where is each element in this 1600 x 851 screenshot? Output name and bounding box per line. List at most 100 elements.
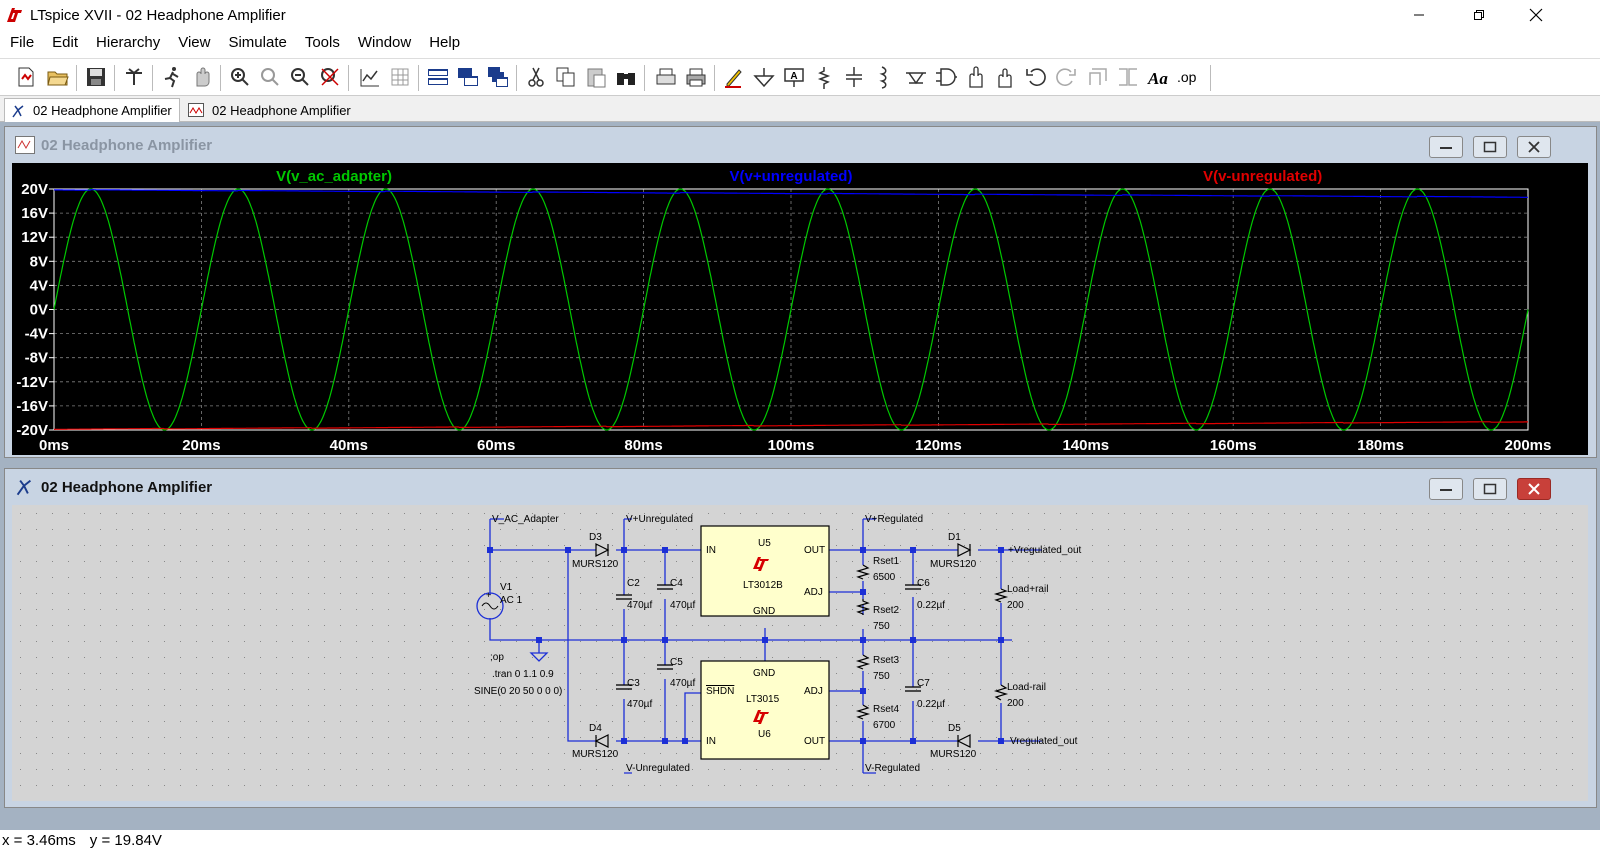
spice-directive-button[interactable]: .op	[1174, 63, 1202, 91]
menu-hierarchy[interactable]: Hierarchy	[96, 34, 161, 51]
waveform-maximize-button[interactable]	[1473, 136, 1507, 158]
close-icon	[1528, 483, 1540, 495]
close-icon	[1529, 8, 1543, 22]
component-value: MURS120	[930, 559, 977, 570]
label-net-button[interactable]: A	[780, 63, 808, 91]
wire-button[interactable]	[720, 63, 748, 91]
menu-edit[interactable]: Edit	[52, 34, 79, 51]
find-icon	[617, 73, 635, 85]
x-tick-label: 0ms	[39, 437, 69, 454]
text-button[interactable]: Aa	[1144, 63, 1172, 91]
capacitor-button[interactable]	[840, 63, 868, 91]
x-tick-label: 20ms	[182, 437, 220, 454]
x-tick-label: 80ms	[624, 437, 662, 454]
menu-simulate[interactable]: Simulate	[228, 34, 287, 51]
title-bar: LTspice XVII - 02 Headphone Amplifier	[0, 0, 1600, 30]
schematic-close-button[interactable]	[1517, 478, 1551, 500]
y-tick-label: -4V	[25, 326, 48, 343]
mirror-button[interactable]	[1114, 63, 1142, 91]
menu-file[interactable]: File	[10, 34, 35, 51]
series-label[interactable]: V(v_ac_adapter)	[276, 168, 392, 185]
component-value: 750	[873, 621, 890, 632]
diode-button[interactable]	[902, 63, 930, 91]
pin-label: GND	[753, 668, 775, 679]
halt-button[interactable]	[188, 63, 216, 91]
waveform-close-button[interactable]	[1517, 136, 1551, 158]
schematic-maximize-button[interactable]	[1473, 478, 1507, 500]
run-button[interactable]	[158, 63, 186, 91]
resistor-button[interactable]	[810, 63, 838, 91]
rotate-button[interactable]	[1084, 63, 1112, 91]
cascade-button[interactable]	[484, 63, 512, 91]
zoom-pan-button[interactable]	[256, 63, 284, 91]
paste-icon	[587, 68, 606, 88]
schematic-canvas[interactable]: +	[12, 505, 1588, 801]
spice-directive[interactable]: .tran 0 1.1 0.9	[492, 669, 554, 680]
series-label[interactable]: V(v+unregulated)	[730, 168, 853, 185]
component-button[interactable]	[932, 63, 960, 91]
redo-button[interactable]	[1052, 63, 1080, 91]
component-value: 470µf	[627, 600, 652, 611]
series-label[interactable]: V(v-unregulated)	[1203, 168, 1322, 185]
undo-button[interactable]	[1022, 63, 1050, 91]
component-ref: C5	[670, 657, 683, 668]
inductor-button[interactable]	[870, 63, 898, 91]
menu-help[interactable]: Help	[429, 34, 461, 51]
source-spec: SINE(0 20 50 0 0 0)	[474, 686, 562, 697]
spice-directive[interactable]: ;op	[490, 652, 504, 663]
svg-text:Aa: Aa	[1147, 69, 1168, 88]
text-icon: Aa	[1147, 69, 1168, 88]
minimize-icon	[1440, 489, 1452, 491]
component-icon	[936, 68, 957, 86]
tab-waveform[interactable]: 02 Headphone Amplifier	[182, 98, 358, 122]
ground-button[interactable]	[750, 63, 778, 91]
pin-label: IN	[706, 545, 716, 556]
restore-button[interactable]	[1456, 0, 1502, 30]
x-tick-label: 120ms	[915, 437, 962, 454]
find-button[interactable]	[612, 63, 640, 91]
paste-button[interactable]	[582, 63, 610, 91]
print-button[interactable]	[682, 63, 710, 91]
open-button[interactable]	[44, 63, 72, 91]
print-setup-button[interactable]	[652, 63, 680, 91]
component-ref: D1	[948, 532, 961, 543]
move-button[interactable]	[962, 63, 990, 91]
close-button[interactable]	[1513, 0, 1559, 30]
svg-text:.op: .op	[1177, 69, 1197, 85]
zoom-in-button[interactable]	[226, 63, 254, 91]
minimize-button[interactable]	[1396, 0, 1442, 30]
copy-button[interactable]	[552, 63, 580, 91]
tile-horizontal-button[interactable]	[424, 63, 452, 91]
drag-button[interactable]	[992, 63, 1020, 91]
waveform-minimize-button[interactable]	[1429, 136, 1463, 158]
tile-vertical-button[interactable]	[454, 63, 482, 91]
zoom-in-icon	[231, 68, 249, 86]
cut-button[interactable]	[522, 63, 550, 91]
control-panel-button[interactable]	[120, 63, 148, 91]
grid-button[interactable]	[386, 63, 414, 91]
menu-window[interactable]: Window	[357, 34, 412, 51]
cursor-y-readout: y = 19.84V	[89, 832, 162, 849]
save-button[interactable]	[82, 63, 110, 91]
autorange-button[interactable]	[356, 63, 384, 91]
pin-label: OUT	[804, 545, 825, 556]
new-schematic-button[interactable]	[12, 63, 40, 91]
menu-view[interactable]: View	[178, 34, 211, 51]
tab-schematic[interactable]: 02 Headphone Amplifier	[4, 98, 180, 122]
schematic-minimize-button[interactable]	[1429, 478, 1463, 500]
zoom-fit-button[interactable]	[316, 63, 344, 91]
open-icon	[47, 71, 69, 86]
grid-icon	[391, 68, 409, 86]
component-ref: C6	[917, 578, 930, 589]
menu-tools[interactable]: Tools	[304, 34, 340, 51]
component-ref: Rset2	[873, 605, 900, 616]
tab-label: 02 Headphone Amplifier	[33, 103, 172, 118]
run-icon	[164, 67, 179, 88]
status-bar: x = 3.46ms y = 19.84V	[0, 830, 1600, 851]
zoom-out-button[interactable]	[286, 63, 314, 91]
rotate-icon	[1089, 68, 1107, 85]
net-label: V-Unregulated	[626, 763, 690, 774]
